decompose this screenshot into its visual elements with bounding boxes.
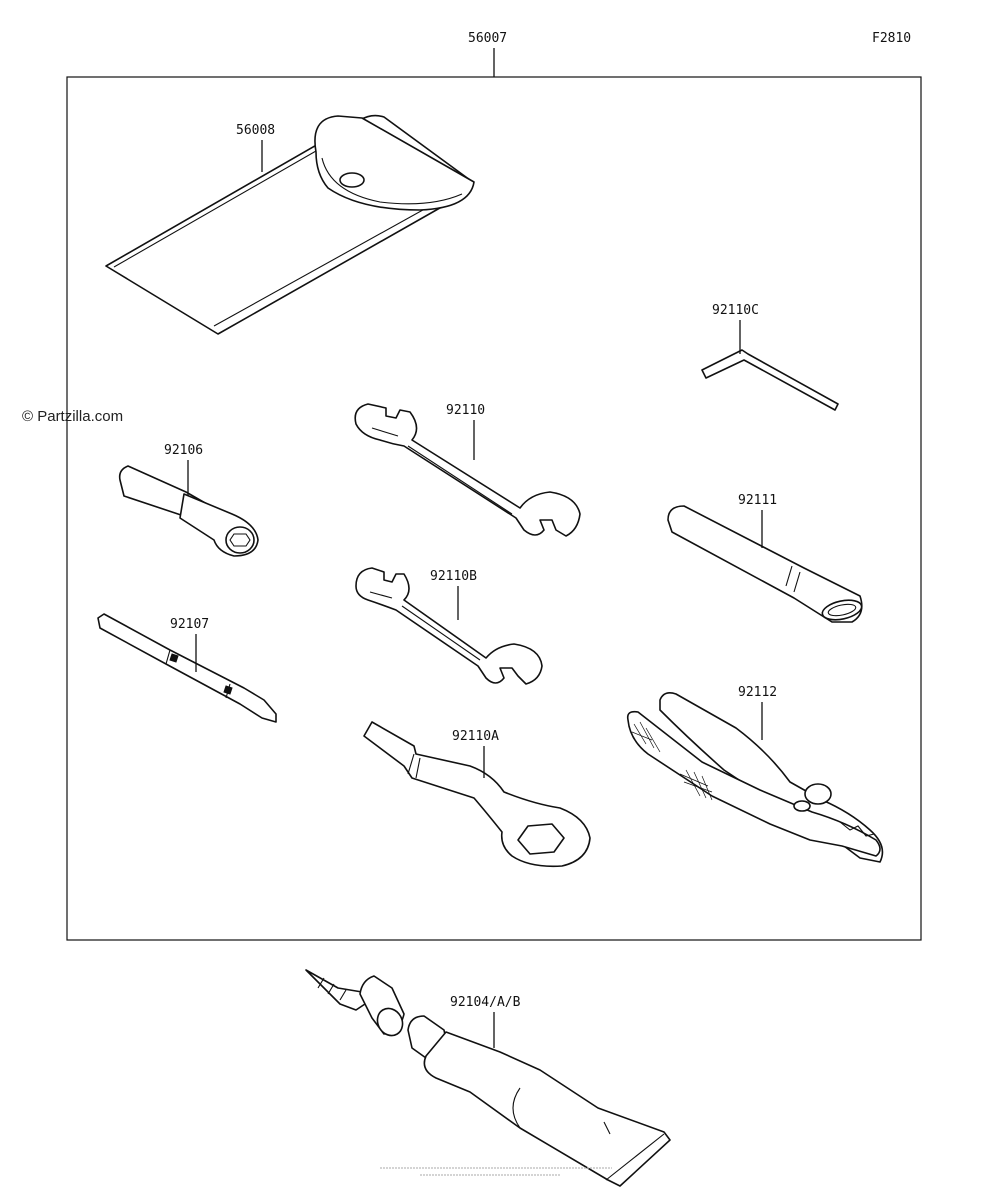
figure-code: F2810	[872, 31, 911, 46]
slip-joint-pliers	[626, 692, 884, 863]
watermark: © Partzilla.com	[22, 408, 123, 425]
label-pouch: 56008	[236, 123, 275, 138]
hex-key	[701, 349, 839, 411]
screwdriver-bit	[97, 613, 277, 723]
label-pliers: 92112	[738, 685, 777, 700]
label-handle: 92111	[738, 493, 777, 508]
open-wrench-a	[354, 403, 581, 537]
tool-pouch	[105, 114, 475, 335]
label-screwdriver: 92107	[170, 617, 209, 632]
label-wrench-b: 92110B	[430, 569, 477, 584]
box-wrench	[363, 721, 591, 868]
label-hex-key: 92110C	[712, 303, 759, 318]
label-repair-kit: 92104/A/B	[450, 995, 521, 1010]
kit-label: 56007	[468, 31, 507, 46]
label-socket: 92106	[164, 443, 203, 458]
extension-handle	[667, 505, 863, 623]
fine-print-mark	[380, 1167, 612, 1176]
label-wrench-a: 92110	[446, 403, 485, 418]
kit-frame	[66, 76, 922, 941]
label-box-wrench: 92110A	[452, 729, 499, 744]
open-wrench-b	[355, 567, 543, 685]
socket-tool	[118, 465, 259, 557]
repair-kit	[305, 969, 671, 1187]
